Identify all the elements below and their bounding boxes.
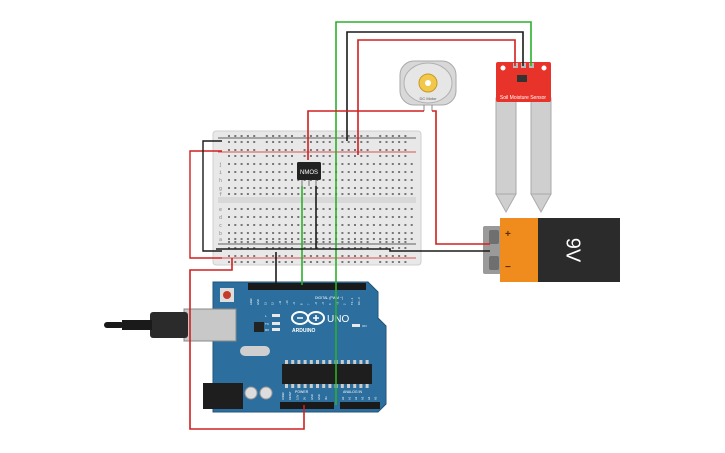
svg-text:a: a — [219, 237, 222, 243]
wire-rail-black-left — [202, 140, 222, 252]
pin-label: 3.3V — [295, 394, 299, 400]
svg-text:j: j — [219, 162, 222, 168]
pin-label: 7 — [307, 303, 311, 305]
wire-motor-to-battery-red — [432, 110, 490, 245]
pin-label: ~5 — [321, 301, 325, 305]
wire-rail-red-left — [189, 150, 222, 259]
arduino-model: UNO — [327, 314, 349, 325]
wire-sensor-gnd-black — [346, 31, 524, 141]
arduino-brand: ARDUINO — [292, 328, 315, 334]
pin-label: A1 — [348, 396, 352, 400]
svg-text:i: i — [219, 170, 222, 176]
svg-text:g: g — [219, 186, 222, 192]
arduino-uno[interactable]: ARDUINO UNO DIGITAL (PWM ~) POWER ANALOG… — [104, 281, 387, 413]
pin-label: 4 — [328, 303, 332, 305]
svg-text:h: h — [219, 178, 222, 184]
battery-voltage-label: 9V — [562, 238, 584, 263]
dc-motor[interactable]: DC Motor — [399, 60, 457, 111]
svg-text:f: f — [219, 192, 222, 198]
wire-sensor-vcc-red — [357, 39, 516, 155]
pin-label: ~3 — [335, 301, 339, 305]
tx-label: TX — [265, 322, 269, 326]
pin-label: RX←0 — [357, 297, 361, 305]
l-led-label: L — [265, 314, 267, 318]
pin-label: Vin — [324, 396, 328, 400]
analog-label: ANALOG IN — [343, 390, 363, 394]
pin-label: ~11 — [278, 300, 282, 305]
pin-label: A5 — [374, 396, 378, 400]
atmega-chip-pins — [285, 360, 369, 388]
mosfet-label: NMOS — [300, 170, 318, 176]
pin-label: 13 — [263, 302, 267, 305]
pin-label: 5V — [303, 397, 307, 400]
pin-label: A2 — [354, 396, 358, 400]
sensor-label: Soil Moisture Sensor — [500, 95, 546, 101]
pin-label: TX→1 — [350, 297, 354, 305]
wire-battery-gnd-black — [216, 248, 490, 252]
pin-label: RESET — [288, 391, 292, 400]
pin-label: IOREF — [281, 392, 285, 400]
pin-label: GND — [256, 299, 260, 305]
digital-label: DIGITAL (PWM ~) — [315, 296, 343, 300]
rx-label: RX — [265, 328, 269, 332]
svg-text:e: e — [219, 207, 222, 213]
pin-label: A3 — [361, 396, 365, 400]
breadboard-row-letters: j i h g f e d c b a — [219, 162, 222, 243]
pin-label: 12 — [271, 302, 275, 305]
pin-label: GND — [317, 394, 321, 400]
pin-label: GND — [310, 394, 314, 400]
soil-moisture-sensor[interactable]: Soil Moisture Sensor — [495, 62, 552, 214]
pin-label: ~10 — [285, 300, 289, 305]
pin-label: 8 — [299, 303, 303, 305]
wire-sensor-signal-green — [335, 21, 532, 405]
breadboard[interactable]: j i h g f e d c b a — [212, 130, 422, 266]
pin-label: A4 — [367, 396, 371, 400]
pin-label: ~9 — [292, 301, 296, 305]
svg-text:b: b — [219, 231, 222, 237]
arduino-logo-icon — [291, 311, 325, 325]
pin-label: ~6 — [314, 301, 318, 305]
battery-9v[interactable]: + − 9V — [483, 218, 620, 282]
on-led-label: ON — [362, 324, 367, 328]
pin-label: AREF — [249, 298, 253, 305]
pin-label: 2 — [343, 303, 347, 305]
power-label: POWER — [295, 390, 309, 394]
motor-label: DC Motor — [419, 96, 437, 101]
svg-text:c: c — [219, 223, 222, 229]
wire-arduino-5v-red — [189, 258, 305, 430]
pin-label: A0 — [341, 396, 345, 400]
battery-plus-label: + — [505, 229, 511, 240]
battery-minus-label: − — [505, 262, 511, 273]
wires — [189, 21, 532, 430]
mosfet-nmos[interactable]: NMOS — [297, 162, 321, 186]
svg-text:d: d — [219, 215, 222, 221]
wire-motor-to-mosfet-red — [307, 110, 424, 160]
